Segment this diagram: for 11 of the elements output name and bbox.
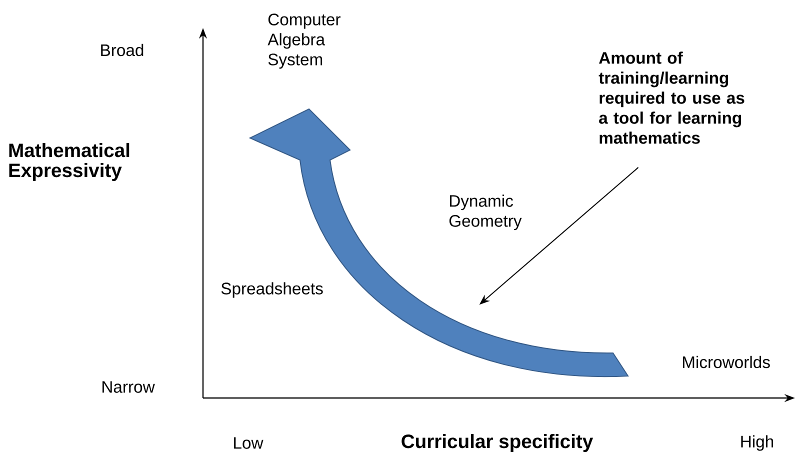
axis-label: Microworlds — [682, 356, 770, 368]
axis-label: Computer Algebra System — [268, 14, 340, 69]
axis-label: Narrow — [102, 381, 155, 393]
callout-text: Amount of training/learning required to use as a tool for learning mathematics — [598, 52, 744, 144]
axis-label: Low — [234, 437, 264, 449]
axis-label: Dynamic Geometry — [449, 194, 522, 230]
axis-label: High — [741, 435, 774, 451]
axis-label: Curricular specificity — [402, 434, 594, 452]
axis-label: Broad — [101, 44, 144, 56]
axis-label: Spreadsheets — [221, 282, 323, 298]
axis-label: Mathematical Expressivity — [9, 143, 130, 182]
